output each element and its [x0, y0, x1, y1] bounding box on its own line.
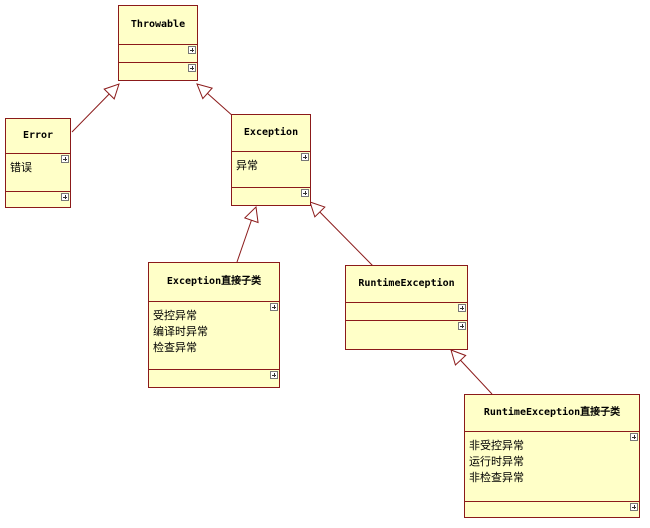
attribute-text: 异常 [236, 159, 258, 172]
inheritance-line [207, 92, 235, 118]
class-runtime-exception[interactable]: RuntimeException [345, 265, 468, 350]
attribute-lines: 非受控异常 运行时异常 非检查异常 [469, 438, 524, 486]
class-name: Exception直接子类 [166, 276, 262, 287]
attribute-text: 受控异常 [153, 309, 197, 322]
attribute-text: 非检查异常 [469, 471, 524, 484]
expand-icon[interactable] [61, 193, 69, 201]
expand-icon[interactable] [458, 304, 466, 312]
inheritance-line [236, 220, 252, 263]
operations-section [232, 187, 310, 207]
class-name: Exception [243, 127, 299, 138]
expand-icon[interactable] [301, 153, 309, 161]
attribute-text: 编译时异常 [153, 325, 208, 338]
class-error[interactable]: Error 错误 [5, 118, 71, 208]
operations-section [149, 369, 279, 389]
attribute-text: 运行时异常 [469, 455, 524, 468]
inheritance-arrowhead [309, 201, 326, 218]
attribute-lines: 错误 [10, 160, 32, 176]
expand-icon[interactable] [630, 433, 638, 441]
operations-section [465, 501, 639, 517]
attribute-text: 检查异常 [153, 341, 197, 354]
operations-section [6, 191, 70, 209]
inheritance-arrowhead [103, 83, 120, 100]
expand-icon[interactable] [188, 46, 196, 54]
class-name: Throwable [130, 19, 186, 30]
class-exception-direct-subclass[interactable]: Exception直接子类 受控异常 编译时异常 检查异常 [148, 262, 280, 388]
inheritance-arrowhead [196, 83, 214, 100]
class-runtime-exception-direct-subclass[interactable]: RuntimeException直接子类 非受控异常 运行时异常 非检查异常 [464, 394, 640, 518]
expand-icon[interactable] [270, 303, 278, 311]
inheritance-arrowhead [450, 349, 467, 366]
attribute-text: 非受控异常 [469, 439, 524, 452]
class-name: RuntimeException [358, 278, 455, 289]
inheritance-line [71, 93, 110, 133]
expand-icon[interactable] [188, 64, 196, 72]
attribute-lines: 受控异常 编译时异常 检查异常 [153, 308, 208, 356]
operations-section [119, 62, 197, 80]
inheritance-line [319, 211, 374, 267]
attributes-section: 非受控异常 运行时异常 非检查异常 [465, 431, 639, 501]
attributes-section [119, 44, 197, 62]
attributes-section [346, 302, 467, 320]
attribute-text: 错误 [10, 161, 32, 174]
class-name: Error [22, 130, 54, 141]
inheritance-line [460, 359, 493, 395]
class-throwable[interactable]: Throwable [118, 5, 198, 81]
expand-icon[interactable] [61, 155, 69, 163]
expand-icon[interactable] [630, 503, 638, 511]
attributes-section: 受控异常 编译时异常 检查异常 [149, 301, 279, 369]
attributes-section: 异常 [232, 151, 310, 187]
attribute-lines: 异常 [236, 158, 258, 174]
class-exception[interactable]: Exception 异常 [231, 114, 311, 206]
expand-icon[interactable] [458, 322, 466, 330]
expand-icon[interactable] [270, 371, 278, 379]
expand-icon[interactable] [301, 189, 309, 197]
class-name: RuntimeException直接子类 [483, 407, 621, 418]
operations-section [346, 320, 467, 349]
inheritance-arrowhead [243, 205, 259, 224]
attributes-section: 错误 [6, 153, 70, 191]
